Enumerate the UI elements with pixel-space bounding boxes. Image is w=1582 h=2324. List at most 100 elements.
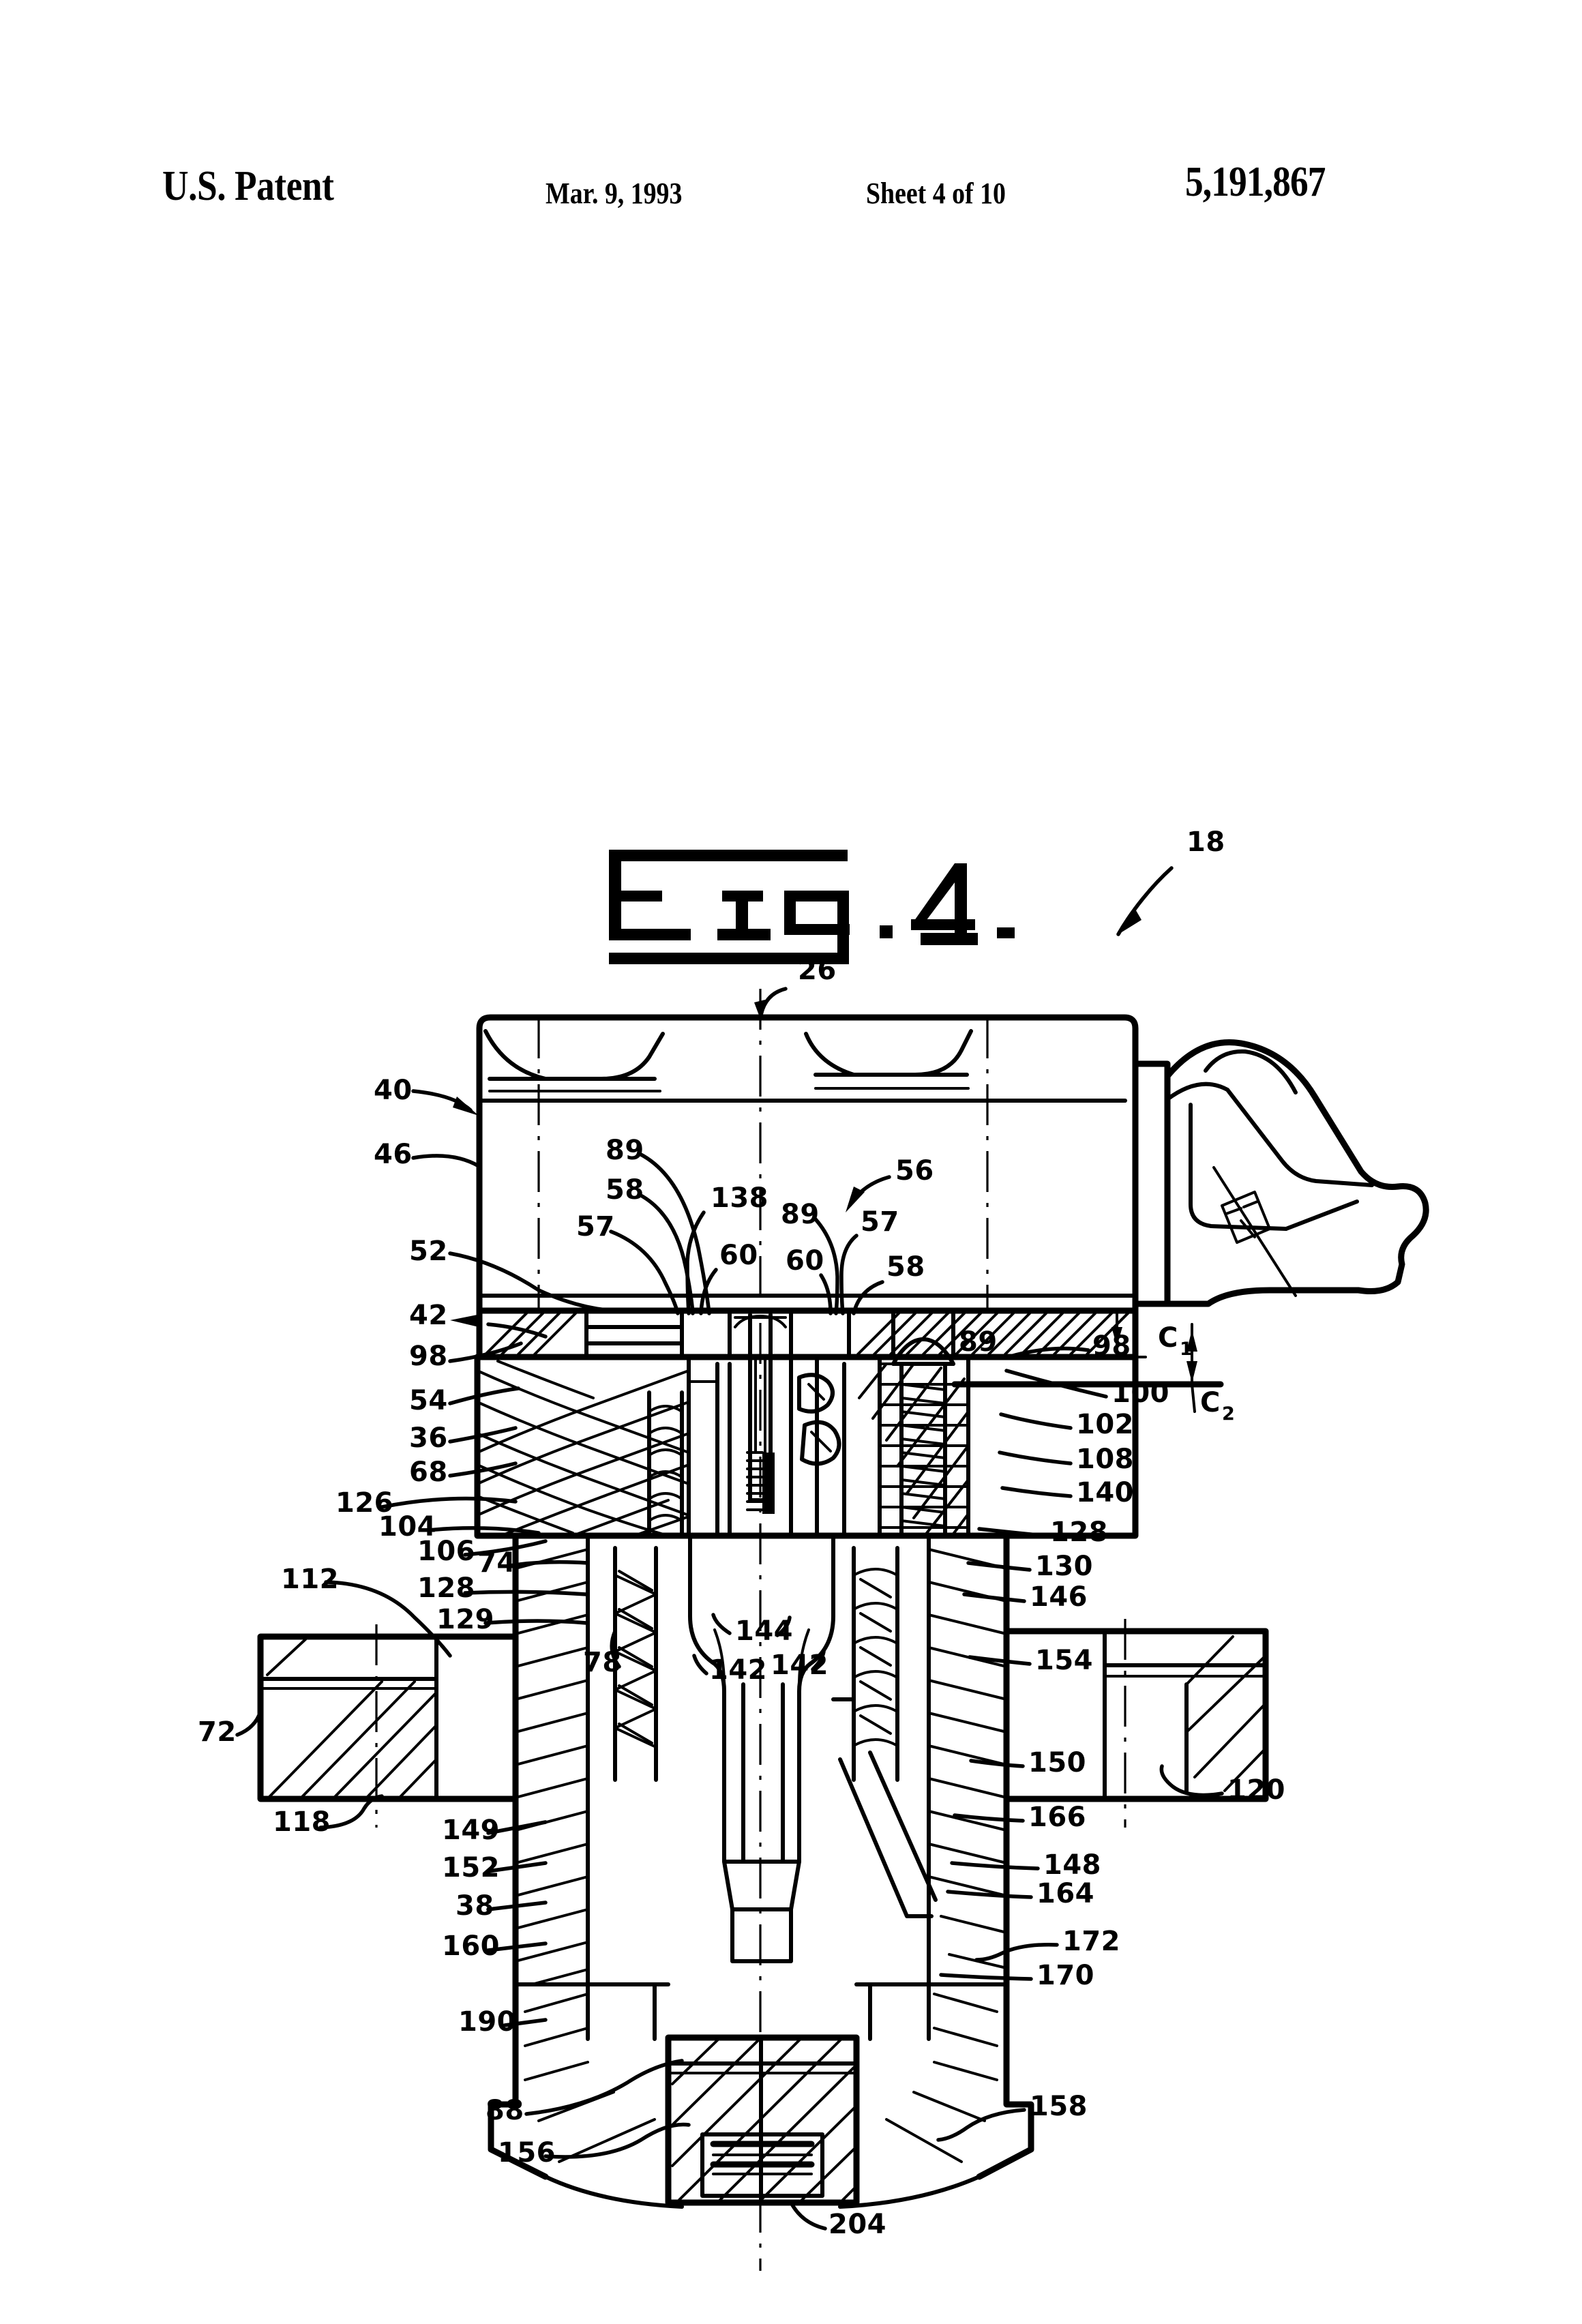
callout-142-a: 142	[692, 1654, 767, 1686]
electrical-connector-plug	[1132, 1039, 1429, 1307]
ref-129: 129	[436, 1604, 494, 1635]
callout-146: 146	[962, 1581, 1088, 1613]
callout-156: 156	[498, 2122, 691, 2169]
callout-138: 138	[685, 1182, 768, 1315]
ref-102: 102	[1076, 1409, 1134, 1440]
ref-38: 38	[456, 1890, 494, 1922]
right-outlet-flange	[1003, 1619, 1269, 1828]
ref-140: 140	[1076, 1477, 1134, 1508]
ref-152: 152	[442, 1852, 500, 1883]
callout-38: 38	[456, 1890, 548, 1922]
callout-88: 88	[486, 2059, 684, 2126]
ref-89-b: 89	[781, 1199, 820, 1230]
callout-148: 148	[950, 1849, 1101, 1881]
callout-204: 204	[789, 2201, 886, 2240]
patent-office-label: U.S. Patent	[162, 163, 334, 209]
ref-C1-subscript: 1	[1180, 1339, 1193, 1360]
nozzle-body-lower	[488, 1880, 1034, 2209]
ref-164: 164	[1036, 1878, 1094, 1909]
ref-74: 74	[477, 1547, 516, 1579]
callout-98-right: 98	[1006, 1330, 1131, 1362]
callout-46: 46	[374, 1139, 481, 1170]
callout-160: 160	[442, 1931, 548, 1962]
ref-126: 126	[335, 1487, 393, 1519]
ref-108: 108	[1076, 1444, 1134, 1475]
ref-204: 204	[829, 2209, 886, 2240]
callout-120: 120	[1159, 1764, 1285, 1806]
callout-150: 150	[969, 1747, 1086, 1778]
ref-130: 130	[1035, 1551, 1093, 1582]
ref-98-left: 98	[409, 1341, 448, 1372]
ref-40: 40	[374, 1075, 413, 1106]
callout-52: 52	[409, 1236, 643, 1313]
ref-128-left: 128	[417, 1573, 475, 1604]
patent-sheet-number: Sheet 4 of 10	[866, 177, 1006, 210]
callout-129: 129	[436, 1604, 588, 1635]
ref-18: 18	[1186, 826, 1225, 858]
callout-126: 126	[335, 1487, 518, 1519]
crosshatch-body-right	[858, 1362, 970, 1537]
callout-166: 166	[953, 1802, 1086, 1833]
bolt-thread-hatching	[900, 1383, 946, 1528]
ref-58-b: 58	[886, 1251, 925, 1283]
callout-57-b: 57	[839, 1206, 899, 1315]
callout-57-a: 57	[576, 1211, 680, 1315]
ref-190: 190	[458, 2006, 516, 2038]
clearance-dimensions	[1111, 1309, 1197, 1413]
hatch-nozzle-right	[885, 1993, 998, 2163]
callout-164: 164	[946, 1878, 1094, 1909]
ref-72: 72	[198, 1716, 237, 1748]
dimension-label-c2: C 2	[1200, 1387, 1235, 1425]
left-inlet-flange	[257, 1624, 519, 1828]
ref-C2-base: C	[1200, 1387, 1221, 1418]
valve-seat-detail	[797, 1373, 841, 1466]
connector-keyway-detail	[1221, 1191, 1271, 1244]
nozzle-retaining-nut	[665, 2034, 860, 2206]
ref-148: 148	[1043, 1849, 1101, 1881]
patent-figure-drawing: 26 18 40 46 52 42 98 54 36 68 126	[198, 826, 1429, 2271]
callout-170: 170	[939, 1960, 1094, 1991]
callout-102: 102	[999, 1409, 1134, 1440]
ref-150: 150	[1028, 1747, 1086, 1778]
ref-68: 68	[409, 1457, 448, 1488]
callout-112: 112	[281, 1564, 452, 1658]
callout-60-a: 60	[699, 1240, 758, 1315]
callout-58-a: 58	[606, 1174, 695, 1315]
ref-146: 146	[1030, 1581, 1088, 1613]
ref-78: 78	[583, 1647, 622, 1678]
assembly-callout-arrow	[1116, 866, 1174, 936]
callout-56: 56	[846, 1155, 934, 1212]
ref-57-b: 57	[861, 1206, 899, 1238]
ref-42: 42	[409, 1300, 448, 1331]
callout-98-left: 98	[409, 1341, 523, 1372]
callout-58-b: 58	[852, 1251, 925, 1315]
hatch-barrel-right	[927, 1548, 1008, 1969]
callout-142-b: 142	[771, 1650, 829, 1681]
ref-160: 160	[442, 1931, 500, 1962]
ref-128-right: 128	[1050, 1517, 1108, 1548]
callout-118: 118	[273, 1794, 384, 1838]
fastener-bolt-right	[891, 1309, 955, 1535]
ref-112: 112	[281, 1564, 339, 1595]
callout-128-left: 128	[417, 1573, 588, 1604]
callout-158: 158	[936, 2091, 1088, 2142]
injector-body-upper-block	[474, 1309, 1139, 1539]
patent-issue-date: Mar. 9, 1993	[546, 177, 683, 210]
callout-128-right: 128	[977, 1517, 1108, 1548]
ref-58-a: 58	[606, 1174, 644, 1206]
dimension-label-c1: C 1	[1158, 1322, 1193, 1360]
injector-assembly-cross-section	[257, 989, 1429, 2271]
control-spring-right	[852, 1546, 899, 1782]
ref-154: 154	[1035, 1645, 1093, 1676]
callout-89-a: 89	[606, 1135, 711, 1315]
callout-40: 40	[374, 1075, 479, 1116]
ref-52: 52	[409, 1236, 448, 1267]
callout-36: 36	[409, 1422, 518, 1454]
ref-36: 36	[409, 1422, 448, 1454]
ref-106: 106	[417, 1536, 475, 1567]
callout-106: 106	[417, 1536, 548, 1567]
ref-56: 56	[895, 1155, 934, 1187]
ref-142-a: 142	[709, 1654, 767, 1686]
callout-100: 100	[1004, 1369, 1169, 1409]
callout-108: 108	[998, 1444, 1134, 1475]
